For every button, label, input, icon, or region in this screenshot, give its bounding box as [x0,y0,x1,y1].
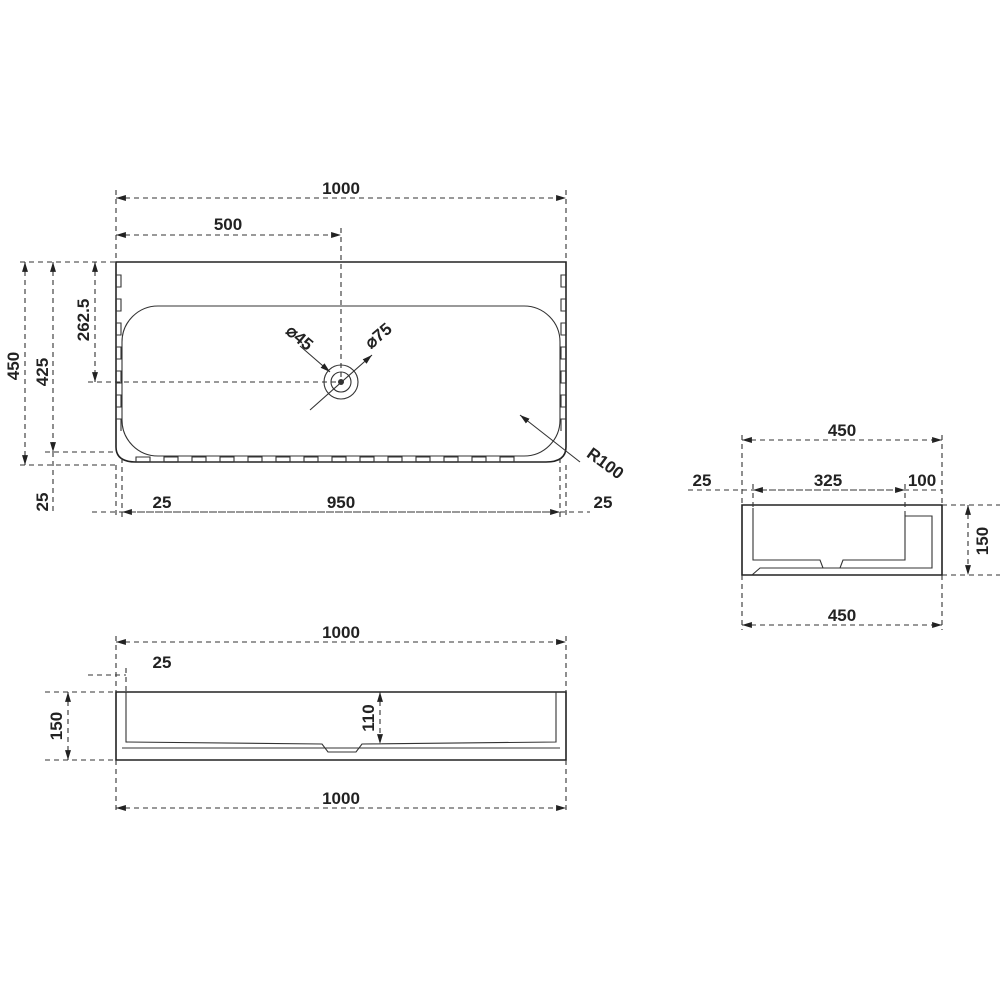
basin-inner-top [121,305,561,457]
top-view: 1000 500 450 425 262.5 25 25 950 25 [4,179,627,518]
dim-front-inner-depth: 110 [359,704,378,731]
dim-drain-inner-diameter: ⌀45 [282,321,317,354]
side-view: 450 25 325 100 150 450 [688,421,1000,630]
dim-overall-depth: 450 [4,352,23,380]
dim-side-overall-depth-bottom: 450 [828,606,856,625]
notched-edge-bottom [135,456,515,463]
dim-overall-width: 1000 [322,179,360,198]
dim-front-overall-width-bottom: 1000 [322,789,360,808]
dim-back-offset: 25 [33,493,52,512]
dim-side-front-wall: 25 [693,471,712,490]
dim-drain-center-depth: 262.5 [74,299,93,342]
dim-side-back-ledge: 100 [908,471,936,490]
dim-drain-outer-diameter: ⌀75 [361,319,396,352]
front-view: 1000 25 150 110 1000 [45,623,567,812]
dim-inner-depth: 425 [33,358,52,386]
dim-corner-radius: R100 [583,444,627,483]
dim-front-height: 150 [47,712,66,740]
dim-drain-offset: 500 [214,215,242,234]
dim-side-height: 150 [973,527,992,555]
dim-left-wall: 25 [153,493,172,512]
sink-outline-front [115,691,567,761]
notched-edge-left [115,274,122,431]
dim-front-overall-width-top: 1000 [322,623,360,642]
front-inner-profile [125,692,557,753]
notched-edge-right [560,274,567,431]
dim-right-wall: 25 [594,493,613,512]
dim-front-wall-thickness: 25 [153,653,172,672]
dim-side-basin-depth: 325 [814,471,842,490]
dim-side-overall-depth-top: 450 [828,421,856,440]
dim-basin-width: 950 [327,493,355,512]
side-inner-profile [751,508,933,576]
